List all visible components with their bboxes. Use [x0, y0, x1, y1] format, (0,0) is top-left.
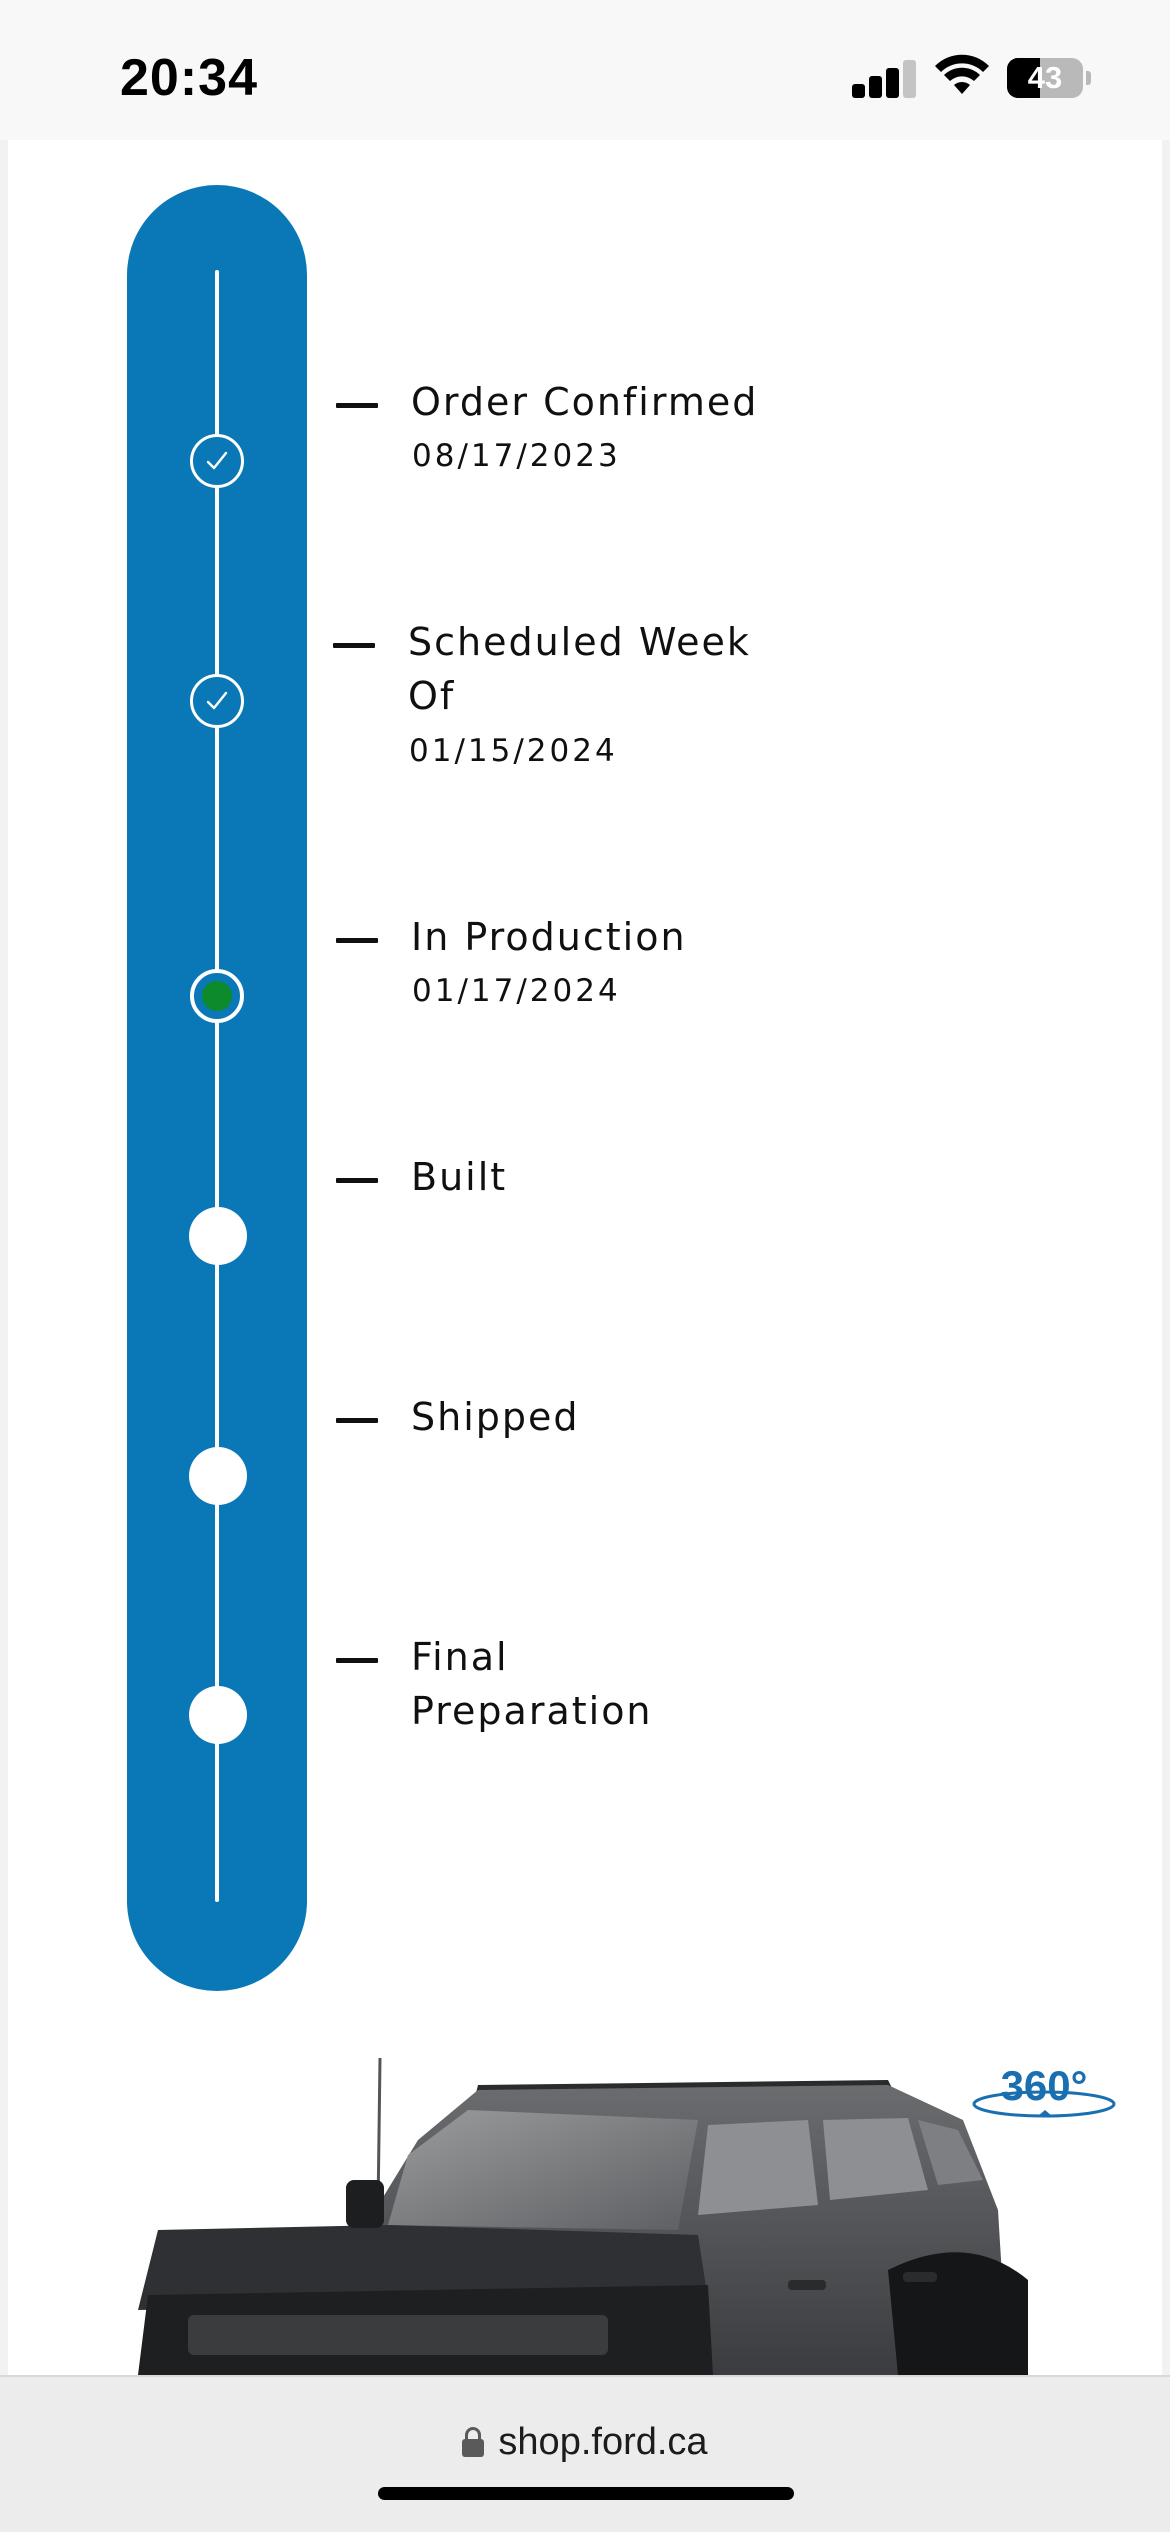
- wifi-icon: [935, 54, 989, 94]
- step-date-order-confirmed: 08/17/2023: [412, 438, 621, 474]
- view-360-button[interactable]: 360°: [968, 2058, 1120, 2130]
- step-connector: [336, 403, 378, 408]
- step-shipped-pending-icon: [189, 1447, 247, 1505]
- step-connector: [336, 1418, 378, 1423]
- battery-tip: [1086, 71, 1091, 85]
- address-display[interactable]: shop.ford.ca: [0, 2417, 1170, 2467]
- cellular-signal-icon: [852, 58, 916, 98]
- view-360-label: 360°: [1000, 2062, 1088, 2109]
- step-connector: [336, 938, 378, 943]
- timeline-line: [215, 270, 219, 1902]
- lock-icon: [462, 2427, 485, 2457]
- status-time: 20:34: [120, 49, 258, 107]
- step-label-in-production: In Production: [411, 915, 687, 959]
- step-built-pending-icon: [189, 1207, 247, 1265]
- step-label-built: Built: [411, 1155, 508, 1199]
- step-date-scheduled-week-of: 01/15/2024: [409, 733, 618, 769]
- browser-address-bar[interactable]: shop.ford.ca: [0, 2375, 1170, 2532]
- rotate-360-icon: [972, 2090, 1116, 2118]
- status-bar: 20:34 43: [0, 0, 1170, 140]
- battery-level: 43: [1027, 60, 1063, 95]
- step-connector: [336, 1178, 378, 1183]
- url-text: shop.ford.ca: [498, 2420, 708, 2463]
- home-indicator[interactable]: [378, 2487, 794, 2500]
- step-order-confirmed-check-icon: [190, 434, 244, 488]
- step-in-production-current-icon: [190, 969, 244, 1023]
- step-label-order-confirmed: Order Confirmed: [411, 380, 759, 424]
- step-scheduled-check-icon: [190, 674, 244, 728]
- step-connector: [336, 1658, 378, 1663]
- battery-icon: 43: [1007, 58, 1083, 98]
- step-label-scheduled-week-of: Scheduled Week Of: [408, 620, 751, 718]
- step-connector: [333, 643, 375, 648]
- step-label-shipped: Shipped: [411, 1395, 580, 1439]
- step-date-in-production: 01/17/2024: [412, 973, 621, 1009]
- step-final-preparation-pending-icon: [189, 1686, 247, 1744]
- step-label-final-preparation: Final Preparation: [411, 1635, 653, 1733]
- vehicle-image[interactable]: [8, 2040, 1162, 2375]
